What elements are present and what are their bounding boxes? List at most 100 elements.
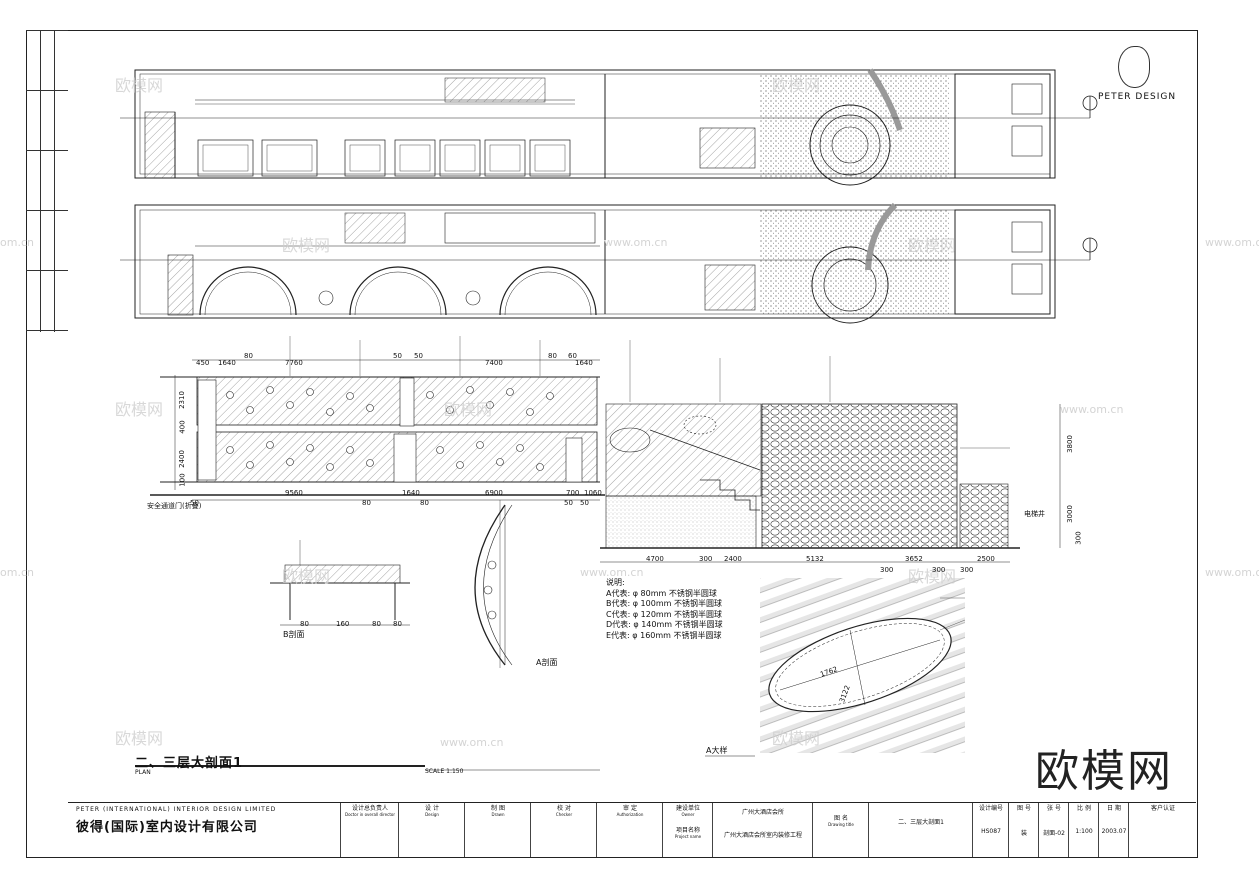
- dim-label: 50: [190, 499, 199, 507]
- dim-label: 700: [566, 489, 580, 497]
- dim-label: 400: [178, 420, 187, 434]
- peter-design-logo: PETER DESIGN: [1098, 92, 1177, 102]
- dim-label: 1640: [218, 359, 236, 367]
- dim-label: 2400: [724, 555, 742, 563]
- watermark: 欧模网: [772, 729, 821, 748]
- watermark: 欧模网: [282, 236, 331, 255]
- dim-label: 50: [580, 499, 589, 507]
- a-section: [474, 500, 513, 668]
- drawing-frame: [26, 30, 1198, 858]
- watermark-url: www.om.cn: [604, 236, 668, 249]
- dim-label: 300: [960, 566, 974, 574]
- a-detail: [760, 578, 965, 753]
- watermark-url: om.cn: [0, 236, 34, 249]
- dim-label: 60: [568, 352, 577, 360]
- watermark-url: om.cn: [0, 566, 34, 579]
- tb-cell: 图 号装: [1008, 803, 1039, 857]
- watermark-url: www.om.cn: [580, 566, 644, 579]
- dim-label: 2500: [977, 555, 995, 563]
- dim-label: 450: [196, 359, 210, 367]
- dim-label: 1640: [575, 359, 593, 367]
- watermark-url: www.om.cn: [1205, 236, 1259, 249]
- peter-logo-icon: [1118, 46, 1150, 88]
- stair-elevation: [600, 403, 1061, 563]
- dim-label: 7400: [485, 359, 503, 367]
- legend-title: 说明:: [606, 578, 625, 587]
- leader-lines: [289, 336, 1010, 631]
- tb-cell: 广州大酒店会所广州大酒店会所室内装修工程: [712, 803, 813, 857]
- legend-item: D代表: φ 140mm 不锈钢半圆球: [606, 620, 723, 629]
- dim-label: 2400: [177, 450, 186, 468]
- dim-label: 7760: [285, 359, 303, 367]
- dim-label: 1060: [584, 489, 602, 497]
- plan-upper: [120, 68, 1098, 186]
- legend: 说明: A代表: φ 80mm 不锈钢半圆球 B代表: φ 100mm 不锈钢半…: [606, 578, 723, 641]
- dim-label: 100: [178, 473, 187, 487]
- dim-label: 3800: [1065, 435, 1074, 453]
- dim-label: 1640: [402, 489, 420, 497]
- dim-label: 300: [699, 555, 713, 563]
- dim-label: 80: [362, 499, 371, 507]
- dim-label: 50: [414, 352, 423, 360]
- dim-label: 4700: [646, 555, 664, 563]
- dim-label: 6900: [485, 489, 503, 497]
- legend-item: C代表: φ 120mm 不锈钢半圆球: [606, 609, 723, 619]
- drawing-title: 二、三层大剖面1: [135, 756, 244, 771]
- elevator-shaft-label: 电梯井: [1024, 510, 1045, 518]
- dim-label: 80: [244, 352, 253, 360]
- tb-cell: 张 号剖面-02: [1038, 803, 1069, 857]
- dim-label: 80: [372, 620, 381, 628]
- dim-label: 9560: [285, 489, 303, 497]
- a-section-label: A剖面: [536, 658, 558, 667]
- dim-label: 3652: [905, 555, 923, 563]
- watermark: 欧模网: [115, 400, 164, 419]
- a-detail-label: A大样: [706, 746, 728, 755]
- watermark-url: www.om.cn: [1205, 566, 1259, 579]
- b-section-label: B剖面: [283, 630, 305, 639]
- dim-label: 160: [336, 620, 350, 628]
- dim-label: 300: [1074, 531, 1083, 545]
- plan-lower: [120, 202, 1098, 324]
- legend-item: E代表: φ 160mm 不锈钢半圆球: [606, 630, 722, 640]
- watermark: 欧模网: [772, 76, 821, 95]
- dim-label: 80: [393, 620, 402, 628]
- legend-item: B代表: φ 100mm 不锈钢半圆球: [606, 599, 722, 608]
- binding-strip: [26, 30, 68, 332]
- dim-label: 300: [932, 566, 946, 574]
- watermark: 欧模网: [115, 729, 164, 748]
- brand-watermark: 欧模网: [1035, 746, 1173, 797]
- drawing-scale: SCALE 1:150: [425, 768, 464, 775]
- dim-label: 80: [548, 352, 557, 360]
- dim-label: 300: [880, 566, 894, 574]
- tb-cell: 二、三层大剖面1: [868, 803, 973, 857]
- watermark: 欧模网: [908, 236, 957, 255]
- elevation-ball-markers: [226, 386, 554, 471]
- dim-label: 50: [393, 352, 402, 360]
- watermark: 欧模网: [444, 400, 493, 419]
- company-name-cn: 彼得(国际)室内设计有限公司: [76, 820, 258, 835]
- dim-label: 50: [564, 499, 573, 507]
- safety-door-label: 安全通道门(折叠): [147, 502, 202, 510]
- dim-label: 5132: [806, 555, 824, 563]
- watermark-url: www.om.cn: [1060, 403, 1124, 416]
- company-name-en: PETER (INTERNATIONAL) INTERIOR DESIGN LI…: [76, 806, 277, 813]
- dim-label: 80: [420, 499, 429, 507]
- dim-label: 2310: [177, 391, 186, 409]
- elevation-wall: [150, 359, 605, 501]
- drawing-subtitle: PLAN: [135, 769, 151, 776]
- legend-item: A代表: φ 80mm 不锈钢半圆球: [606, 588, 717, 598]
- dim-label: 80: [300, 620, 309, 628]
- watermark: 欧模网: [908, 567, 957, 586]
- tb-cell: 客户认证: [1128, 803, 1197, 857]
